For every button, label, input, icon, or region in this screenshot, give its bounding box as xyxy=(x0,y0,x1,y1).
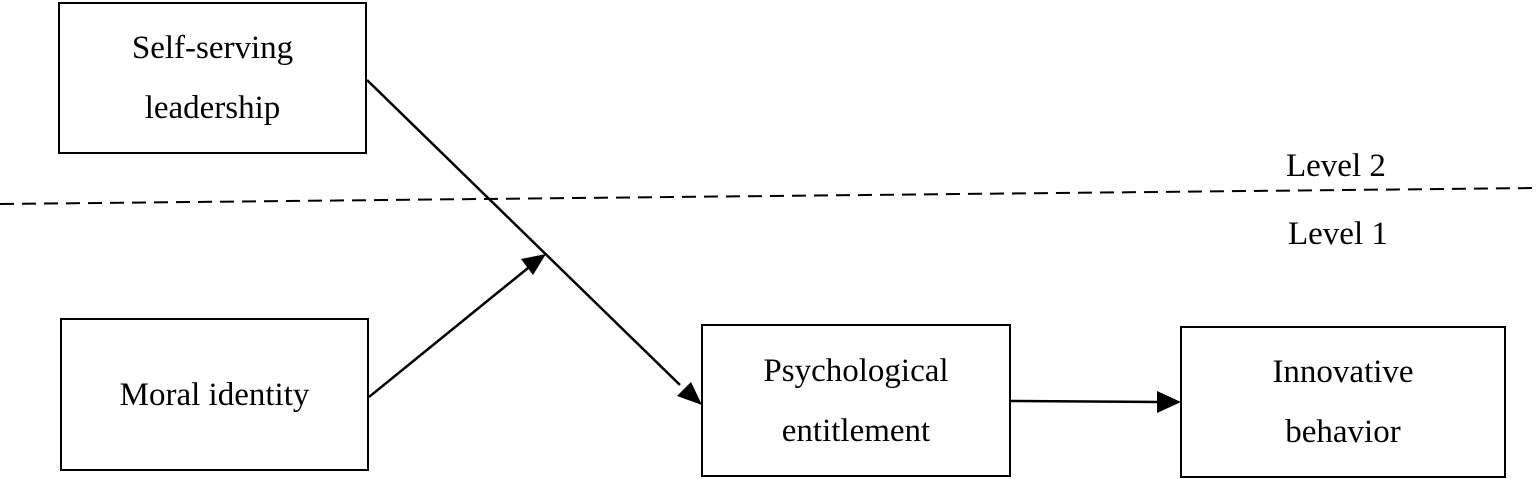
node-innovative-behavior: Innovative behavior xyxy=(1180,326,1506,478)
node-moral-identity: Moral identity xyxy=(60,318,369,471)
arrowhead-innovation xyxy=(1157,391,1181,413)
level-2-label: Level 2 xyxy=(1286,148,1386,184)
node-label-moral-identity: Moral identity xyxy=(119,376,310,413)
node-label-psychological-entitlement: Psychological entitlement xyxy=(763,352,949,449)
node-label-innovative-behavior: Innovative behavior xyxy=(1272,354,1414,450)
node-label-self-serving-leadership: Self-serving leadership xyxy=(131,30,294,126)
arrow-leadership-to-entitlement xyxy=(366,79,681,386)
level-divider-line xyxy=(0,187,1537,205)
arrow-moral-identity-moderation xyxy=(368,267,529,398)
node-self-serving-leadership: Self-serving leadership xyxy=(58,2,367,154)
arrowhead-entitlement xyxy=(677,382,702,405)
node-psychological-entitlement: Psychological entitlement xyxy=(701,324,1011,477)
arrowhead-moderation xyxy=(521,254,546,275)
level-1-label: Level 1 xyxy=(1288,216,1388,252)
arrow-entitlement-to-innovation xyxy=(1009,399,1159,404)
